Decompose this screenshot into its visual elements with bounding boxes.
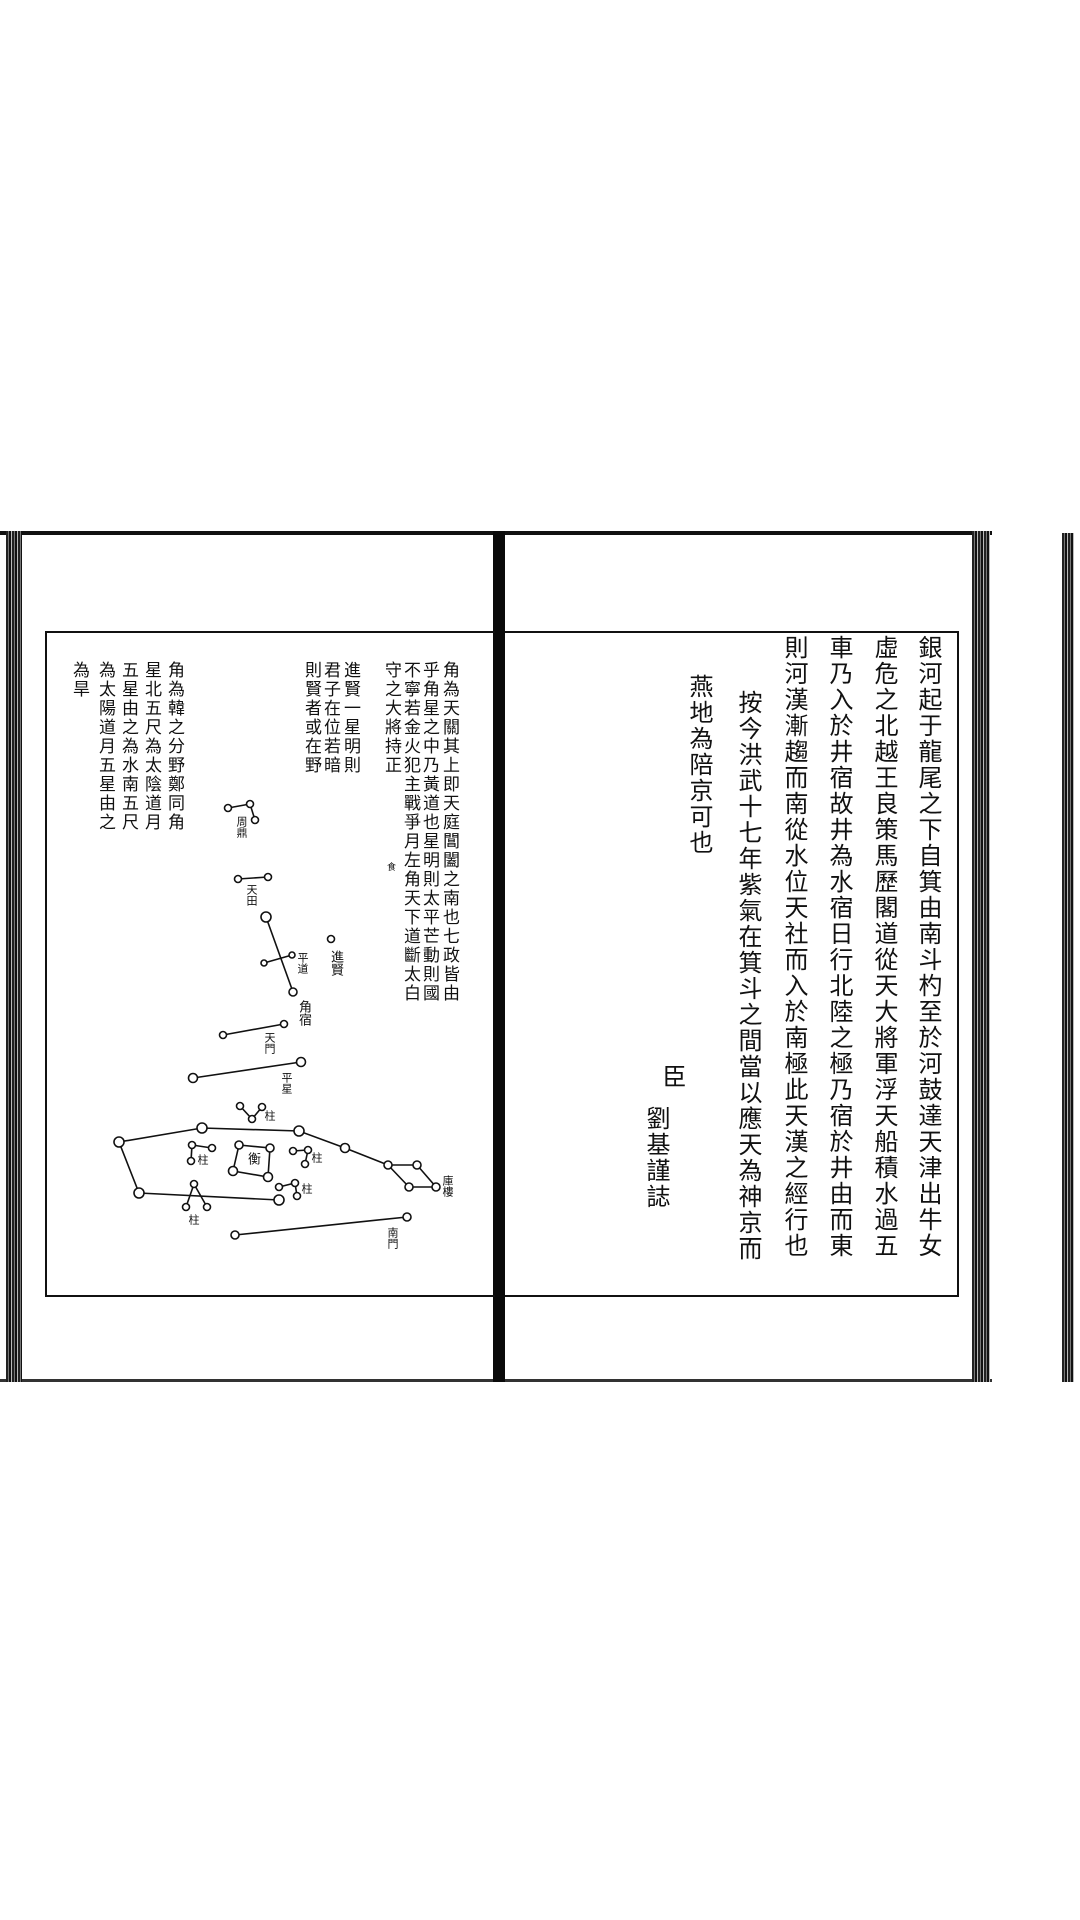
commentary-column: 守之大將持正	[381, 661, 401, 775]
star-label-zhu: 柱	[310, 1152, 323, 1163]
nanmen-line	[234, 1216, 408, 1236]
star-marker	[257, 1102, 267, 1112]
star-marker	[262, 1171, 274, 1183]
star-label-zhu: 柱	[263, 1110, 276, 1121]
star-marker	[404, 1182, 414, 1192]
commentary-column: 乎角星之中乃黃道也星明則太平芒動則國	[419, 661, 439, 1003]
star-marker	[218, 1030, 228, 1040]
book-spread	[0, 531, 992, 1382]
star-marker	[326, 934, 336, 944]
star-marker	[293, 1125, 305, 1137]
fenye-column: 為太陽道月五星由之	[95, 661, 115, 832]
tiantian-line	[237, 876, 269, 880]
star-marker	[227, 1165, 239, 1177]
text-column: 按今洪武十七年紫氣在箕斗之間當以應天為神京而	[734, 690, 762, 1262]
right-page-edge	[972, 531, 990, 1382]
text-column: 車乃入於井宿故井為水宿日行北陸之極乃宿於井由而東	[825, 635, 853, 1259]
kulou-outline	[117, 1127, 438, 1194]
star-marker	[292, 1191, 302, 1201]
star-label-jinxian: 進賢	[328, 950, 343, 976]
star-label-pingxing: 平星	[280, 1072, 293, 1094]
kulou-bottom-line	[138, 1192, 280, 1201]
text-column: 銀河起于龍尾之下自箕由南斗杓至於河鼓達天津出牛女	[914, 635, 942, 1259]
star-label-zhu: 柱	[300, 1183, 313, 1194]
text-column: 燕地為陪京可也	[685, 674, 713, 856]
star-marker	[303, 1145, 313, 1155]
star-label-nanmen: 南門	[386, 1227, 399, 1249]
star-marker	[273, 1194, 285, 1206]
star-marker	[235, 1101, 245, 1111]
star-marker	[288, 987, 298, 997]
left-page-edge	[6, 531, 22, 1382]
star-marker	[233, 874, 243, 884]
star-marker	[339, 1142, 351, 1154]
star-label-pingdao: 平道	[296, 952, 309, 974]
pingdao-line	[263, 954, 293, 964]
star-label-tiantian: 天田	[245, 884, 258, 906]
star-marker	[274, 1182, 284, 1192]
pingxing-line	[192, 1061, 302, 1079]
right-page-frame	[505, 631, 959, 1297]
star-marker	[300, 1159, 310, 1169]
star-marker	[260, 911, 272, 923]
star-marker	[189, 1179, 199, 1189]
star-marker	[187, 1140, 197, 1150]
star-marker	[265, 1143, 275, 1153]
jinxian-column: 則賢者或在野	[301, 661, 321, 775]
star-label-jiaoxiu: 角宿	[296, 1000, 311, 1026]
star-marker	[402, 1212, 412, 1222]
star-marker	[288, 951, 296, 959]
star-marker	[187, 1072, 199, 1084]
star-label-zhu: 柱	[196, 1154, 209, 1165]
fenye-column: 星北五尺為太陰道月	[141, 661, 161, 832]
star-marker	[288, 1146, 298, 1156]
star-marker	[207, 1143, 217, 1153]
left-page-frame	[45, 631, 495, 1297]
star-marker	[250, 815, 260, 825]
star-marker	[113, 1136, 125, 1148]
star-marker	[260, 959, 268, 967]
next-page-sliver	[1062, 533, 1074, 1382]
book-spine	[493, 531, 505, 1382]
star-marker	[230, 1230, 240, 1240]
commentary-column: 角為天關其上即天庭閶闔之南也七政皆由	[439, 661, 459, 1003]
star-marker	[133, 1187, 145, 1199]
jinxian-column: 進賢一星明則	[340, 661, 360, 775]
commentary-note: 食	[385, 862, 395, 871]
star-label-heng: 衡	[245, 1152, 260, 1165]
tianmen-line	[222, 1023, 285, 1036]
star-label-kulou: 庫樓	[441, 1175, 454, 1197]
star-marker	[186, 1156, 196, 1166]
fenye-column: 五星由之為水南五尺	[118, 661, 138, 832]
star-marker	[290, 1178, 300, 1188]
signature-name: 劉基謹誌	[642, 1106, 670, 1210]
star-marker	[196, 1122, 208, 1134]
star-label-tianmen: 天門	[263, 1032, 276, 1054]
jiaoxiu-line	[265, 916, 294, 993]
fenye-column: 角為韓之分野鄭同角	[164, 661, 184, 832]
star-marker	[247, 1114, 257, 1124]
star-marker	[279, 1019, 289, 1029]
text-column: 則河漢漸趨而南從水位天社而入於南極此天漢之經行也	[780, 635, 808, 1259]
star-marker	[383, 1160, 393, 1170]
star-marker	[181, 1202, 191, 1212]
jinxian-column: 君子在位若暗	[320, 661, 340, 775]
commentary-column: 不寧若金火犯主戰爭月左角天下道斷太白	[400, 661, 420, 1003]
star-marker	[431, 1182, 441, 1192]
signature-title: 臣	[658, 1064, 686, 1090]
star-marker	[295, 1056, 307, 1068]
fenye-column: 為旱	[69, 661, 89, 699]
star-label-zhouding: 周鼎	[235, 816, 248, 838]
star-marker	[223, 803, 233, 813]
text-column: 虛危之北越王良策馬歷閣道從天大將軍浮天船積水過五	[870, 635, 898, 1259]
star-label-zhu: 柱	[187, 1214, 200, 1225]
star-marker	[263, 872, 273, 882]
star-marker	[202, 1202, 212, 1212]
star-marker	[234, 1140, 244, 1150]
star-marker	[412, 1160, 422, 1170]
star-marker	[245, 799, 255, 809]
